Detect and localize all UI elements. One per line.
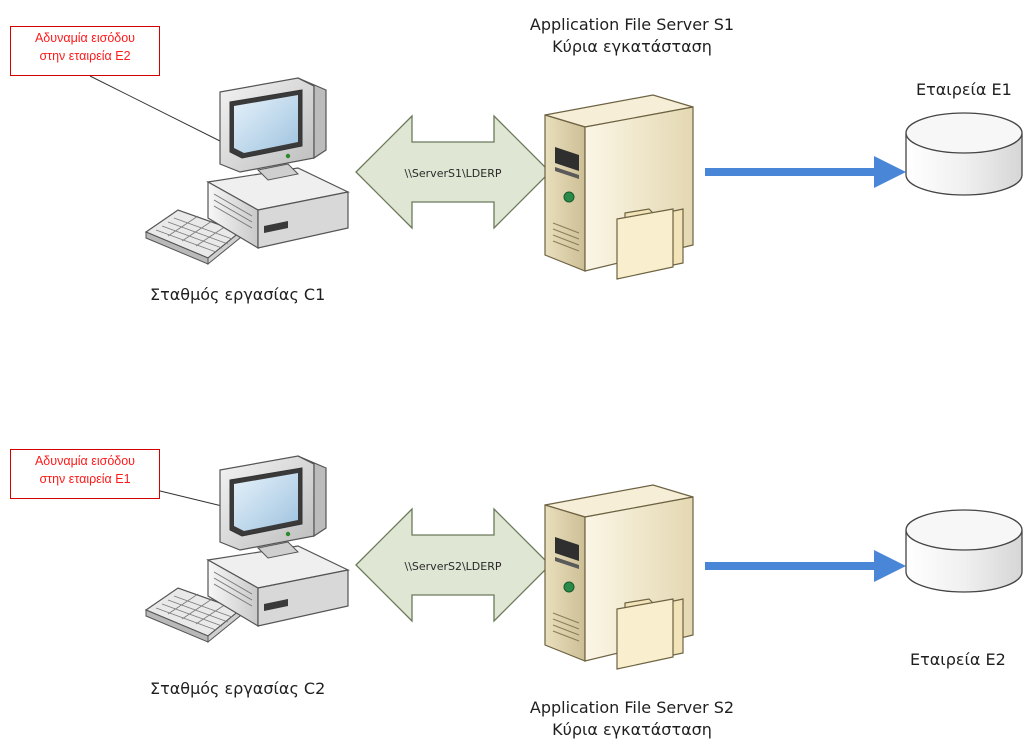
callout-line-2: στην εταιρεία Ε2 — [39, 49, 131, 63]
server-title-2: Application File Server S2 Κύρια εγκατάσ… — [497, 697, 767, 741]
server-subtitle: Κύρια εγκατάσταση — [552, 720, 712, 739]
access-warning-callout-2: Αδυναμία εισόδου στην εταιρεία Ε1 — [10, 449, 160, 499]
callout-line-2: στην εταιρεία Ε1 — [39, 472, 131, 486]
callout-line-1: Αδυναμία εισόδου — [34, 454, 136, 468]
share-path-label: \\ServerS2\LDERP — [405, 560, 502, 573]
workstation-icon — [145, 455, 349, 643]
connector-arrow-1 — [705, 156, 906, 188]
server-name: Application File Server S1 — [529, 15, 735, 34]
server-title-1: Application File Server S1 Κύρια εγκατάσ… — [497, 14, 767, 58]
workstation-label-1: Σταθμός εργασίας C1 — [150, 285, 326, 304]
file-server-icon — [544, 94, 694, 280]
database-label-1: Εταιρεία Ε1 — [916, 80, 1012, 99]
callout-line-1: Αδυναμία εισόδου — [34, 31, 136, 45]
callout-leader-line-1 — [89, 75, 223, 143]
workstation-icon — [145, 77, 349, 265]
share-arrow-1: \\ServerS1\LDERP — [355, 114, 551, 230]
access-warning-callout-1: Αδυναμία εισόδου στην εταιρεία Ε2 — [10, 26, 160, 76]
workstation-label-2: Σταθμός εργασίας C2 — [150, 679, 326, 698]
share-path-label: \\ServerS1\LDERP — [405, 167, 502, 180]
database-cylinder-icon — [905, 112, 1023, 196]
database-label-2: Εταιρεία Ε2 — [910, 650, 1006, 669]
server-name: Application File Server S2 — [529, 698, 735, 717]
share-arrow-2: \\ServerS2\LDERP — [355, 507, 551, 623]
connector-arrow-2 — [705, 550, 906, 582]
file-server-icon — [544, 484, 694, 670]
database-cylinder-icon — [905, 509, 1023, 593]
callout-leader-line-2 — [155, 489, 223, 507]
server-subtitle: Κύρια εγκατάσταση — [552, 37, 712, 56]
